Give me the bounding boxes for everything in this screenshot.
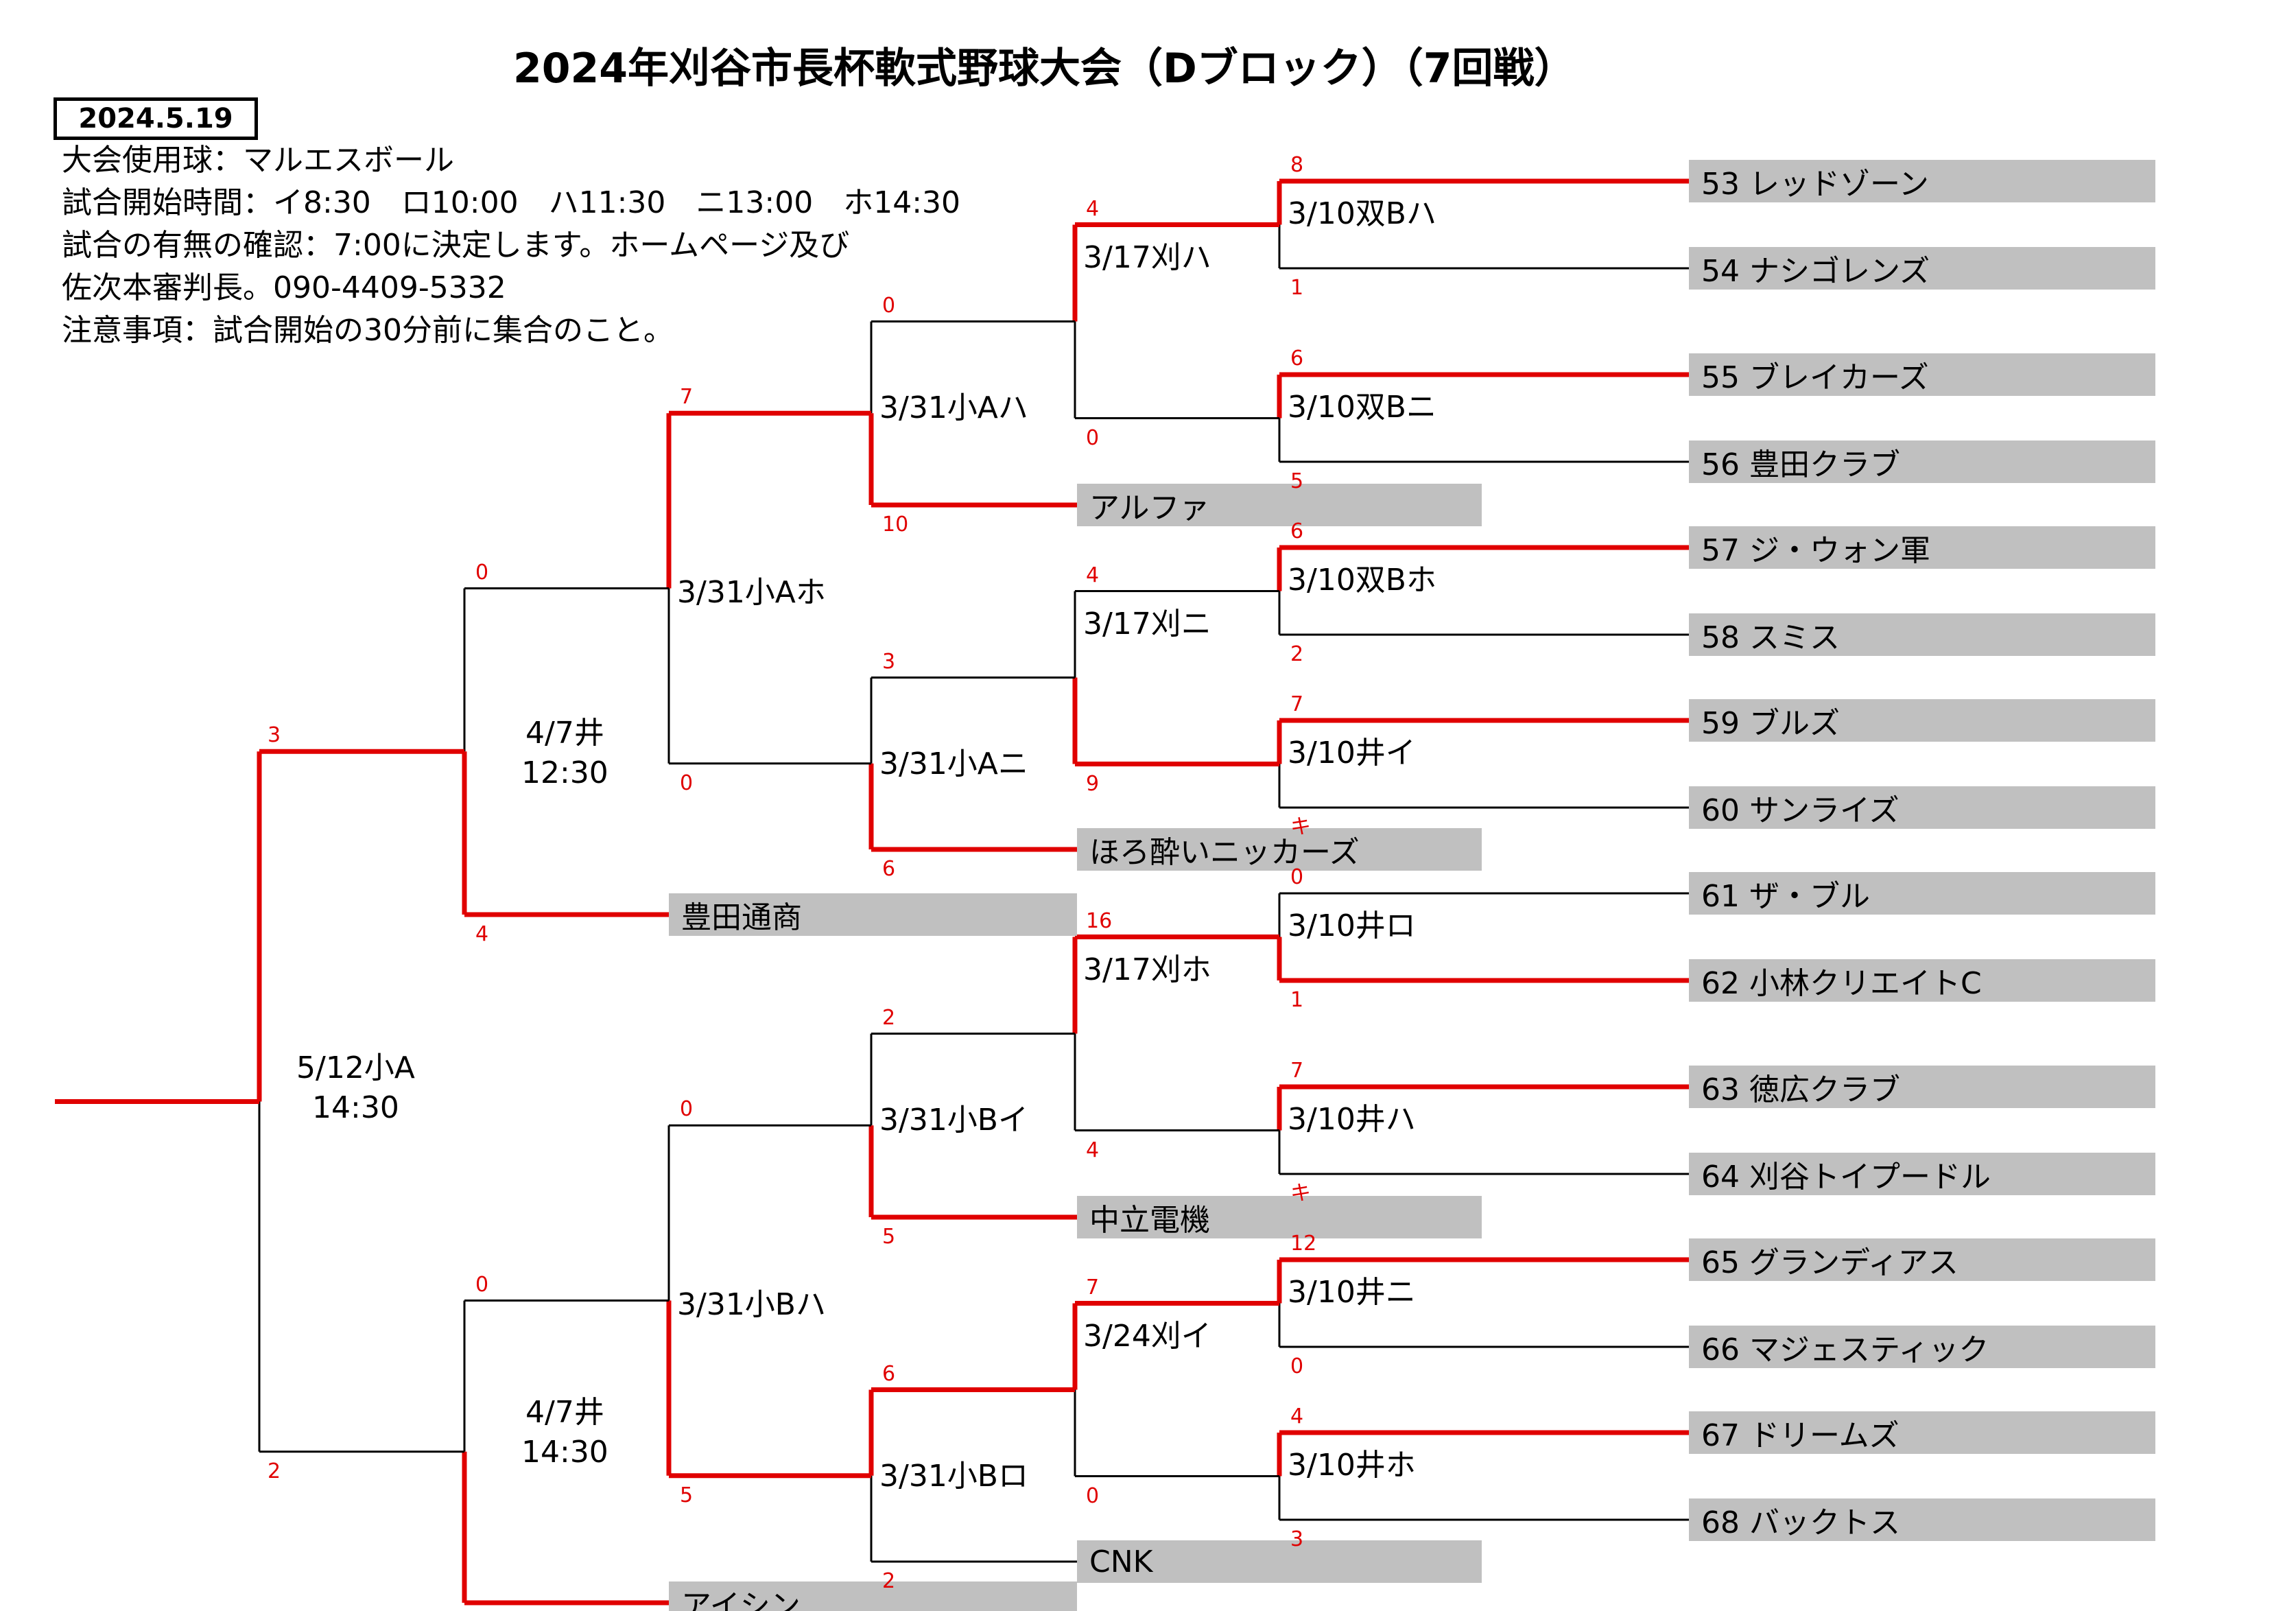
score-top: 0 bbox=[1290, 865, 1304, 889]
score-bottom: 2 bbox=[1290, 642, 1304, 666]
match-label: 3/10双Bホ bbox=[1288, 563, 1436, 598]
team-box: 54 ナシゴレンズ bbox=[1689, 247, 2155, 290]
score-bottom: キ bbox=[1290, 815, 1311, 839]
score-bottom: 0 bbox=[680, 771, 694, 795]
match-label: 3/10井ニ bbox=[1288, 1275, 1416, 1310]
score-top: 7 bbox=[1290, 692, 1304, 716]
match-label: 3/10井ホ bbox=[1288, 1448, 1416, 1483]
team-box: 59 ブルズ bbox=[1689, 699, 2155, 742]
info-line: 注意事項：試合開始の30分前に集合のこと。 bbox=[62, 313, 674, 348]
score-bottom: 4 bbox=[475, 922, 489, 946]
match-label: 3/10井ロ bbox=[1288, 908, 1416, 943]
match-label: 3/31小Aホ bbox=[677, 575, 826, 611]
final-label: 5/12小A 14:30 bbox=[296, 1050, 415, 1125]
score-top: 8 bbox=[1290, 153, 1304, 177]
match-label: 3/31小Aハ bbox=[879, 390, 1028, 425]
score-top: 2 bbox=[882, 1005, 896, 1030]
semifinal-label: 4/7井 14:30 bbox=[521, 1395, 608, 1470]
semifinal-label: 4/7井 12:30 bbox=[521, 716, 608, 790]
team-box: 62 小林クリエイトC bbox=[1689, 959, 2155, 1002]
score-top: 4 bbox=[1086, 563, 1100, 587]
score-bottom: 2 bbox=[268, 1459, 281, 1483]
team-box: 53 レッドゾーン bbox=[1689, 160, 2155, 202]
team-box: 56 豊田クラブ bbox=[1689, 440, 2155, 483]
score-bottom: 0 bbox=[1290, 1354, 1304, 1378]
team-box: 61 ザ・ブル bbox=[1689, 872, 2155, 915]
score-top: 7 bbox=[1290, 1059, 1304, 1083]
score-top: 7 bbox=[680, 385, 694, 410]
team-box: 65 グランディアス bbox=[1689, 1238, 2155, 1281]
score-bottom: 1 bbox=[1290, 276, 1304, 300]
team-box: 64 刈谷トイプードル bbox=[1689, 1153, 2155, 1195]
score-top: 6 bbox=[882, 1361, 896, 1386]
team-box: 67 ドリームズ bbox=[1689, 1411, 2155, 1454]
info-line: 試合の有無の確認：7:00に決定します。ホームページ及び bbox=[62, 228, 850, 263]
team-box: 57 ジ・ウォン軍 bbox=[1689, 526, 2155, 569]
score-top: 0 bbox=[680, 1097, 694, 1122]
info-line: 試合開始時間：イ8:30 ロ10:00 ハ11:30 ニ13:00 ホ14:30 bbox=[62, 185, 961, 220]
match-label: 3/17刈ニ bbox=[1083, 606, 1211, 642]
match-label: 3/10井イ bbox=[1288, 736, 1416, 771]
score-bottom: 5 bbox=[1290, 469, 1304, 493]
seeded-team-box: アルファ bbox=[1077, 484, 1482, 526]
score-top: 4 bbox=[1290, 1404, 1304, 1428]
score-bottom: 5 bbox=[680, 1483, 694, 1507]
score-bottom: 3 bbox=[1290, 1527, 1304, 1551]
match-label: 3/17刈ホ bbox=[1083, 952, 1211, 987]
seeded-team-box: CNK bbox=[1077, 1540, 1482, 1583]
seeded-team-box: ほろ酔いニッカーズ bbox=[1077, 828, 1482, 871]
score-top: 4 bbox=[1086, 196, 1100, 221]
match-label: 3/24刈イ bbox=[1083, 1318, 1211, 1354]
score-bottom: 0 bbox=[1086, 1483, 1100, 1508]
score-top: 0 bbox=[475, 1272, 489, 1297]
score-top: 7 bbox=[1086, 1275, 1100, 1300]
score-bottom: 5 bbox=[882, 1225, 896, 1249]
match-label: 3/31小Bハ bbox=[677, 1287, 826, 1323]
score-top: 3 bbox=[268, 723, 281, 748]
score-bottom: 9 bbox=[1086, 771, 1100, 796]
seeded-team-box: 中立電機 bbox=[1077, 1196, 1482, 1238]
team-box: 60 サンライズ bbox=[1689, 786, 2155, 829]
score-top: 16 bbox=[1086, 908, 1113, 933]
team-box: 58 スミス bbox=[1689, 613, 2155, 656]
score-bottom: 1 bbox=[1290, 988, 1304, 1012]
score-top: 6 bbox=[1290, 519, 1304, 543]
seeded-team-box: アイシン bbox=[669, 1581, 1077, 1611]
seeded-team-box: 豊田通商 bbox=[669, 893, 1077, 936]
match-label: 3/31小Bイ bbox=[879, 1102, 1028, 1138]
match-label: 3/31小Bロ bbox=[879, 1458, 1028, 1494]
team-box: 63 徳広クラブ bbox=[1689, 1066, 2155, 1108]
match-label: 3/17刈ハ bbox=[1083, 239, 1211, 275]
page-title: 2024年刈谷市長杯軟式野球大会（Dブロック）（7回戦） bbox=[513, 45, 1576, 93]
score-bottom: 2 bbox=[882, 1569, 896, 1593]
info-line: 佐次本審判長。090-4409-5332 bbox=[62, 270, 506, 305]
score-bottom: 6 bbox=[882, 857, 896, 881]
score-top: 12 bbox=[1290, 1232, 1317, 1256]
score-bottom: 4 bbox=[1086, 1138, 1100, 1162]
team-box: 68 バックトス bbox=[1689, 1498, 2155, 1541]
date-box: 2024.5.19 bbox=[54, 97, 258, 140]
match-label: 3/10双Bハ bbox=[1288, 196, 1436, 231]
match-label: 3/10井ハ bbox=[1288, 1102, 1416, 1137]
team-box: 55 ブレイカーズ bbox=[1689, 353, 2155, 396]
match-label: 3/10双Bニ bbox=[1288, 390, 1436, 425]
score-top: 6 bbox=[1290, 346, 1304, 371]
score-bottom: 0 bbox=[1086, 425, 1100, 450]
score-bottom: キ bbox=[1290, 1181, 1311, 1206]
score-top: 3 bbox=[882, 649, 896, 674]
score-bottom: 10 bbox=[882, 513, 909, 537]
team-box: 66 マジェスティック bbox=[1689, 1326, 2155, 1368]
match-label: 3/31小Aニ bbox=[879, 746, 1028, 781]
score-top: 0 bbox=[475, 560, 489, 585]
score-top: 0 bbox=[882, 293, 896, 318]
info-line: 大会使用球：マルエスボール bbox=[62, 143, 454, 178]
